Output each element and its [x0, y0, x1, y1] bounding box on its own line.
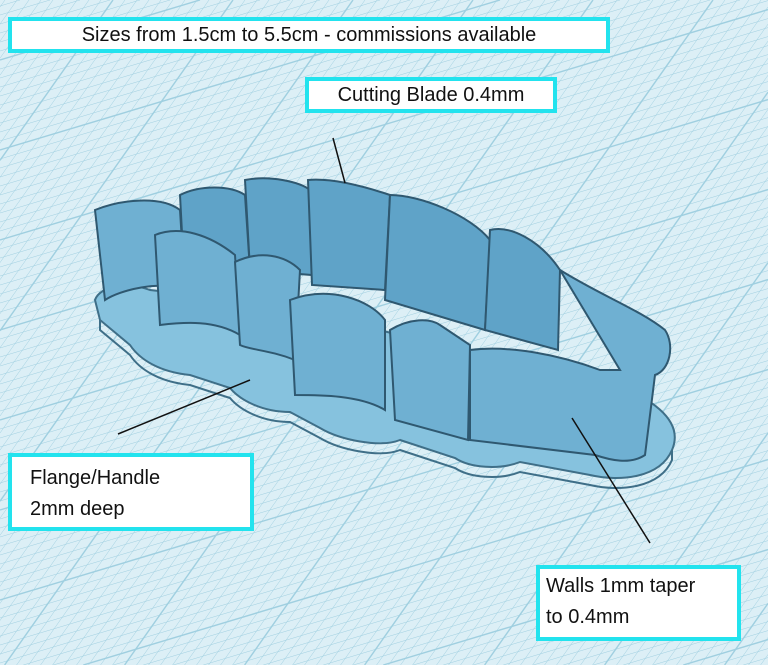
- grid-line: [328, 40, 768, 665]
- wall-segment: [383, 193, 492, 332]
- grid-line: [0, 198, 768, 430]
- grid-line: [293, 522, 768, 665]
- cookie-cutter-model: [93, 177, 676, 490]
- grid-line: [173, 486, 768, 665]
- grid-line: [653, 630, 768, 665]
- grid-line: [713, 648, 768, 665]
- grid-line: [0, 0, 21, 7]
- leader-lines: [117, 137, 651, 544]
- grid-line: [244, 0, 714, 665]
- walls-text-line2: to 0.4mm: [546, 606, 630, 628]
- grid-line: [83, 458, 768, 665]
- grid-line: [232, 0, 702, 665]
- grid-line: [623, 621, 768, 665]
- grid-line: [143, 477, 768, 665]
- grid-line: [0, 0, 246, 348]
- blade-leader-line: [332, 137, 346, 184]
- grid-line: [0, 188, 768, 421]
- grid-line: [683, 638, 768, 665]
- flange-label: Flange/Handle 2mm deep: [8, 453, 254, 531]
- grid-line: [0, 0, 18, 25]
- grid-line: [23, 441, 768, 665]
- grid-line: [0, 0, 258, 366]
- grid-line: [0, 0, 234, 332]
- walls-leader-line: [571, 417, 651, 544]
- grid-line: [760, 654, 768, 665]
- cutting-blade-label: Cutting Blade 0.4mm: [305, 77, 557, 113]
- grid-line: [0, 0, 282, 400]
- grid-line: [233, 504, 768, 665]
- grid-line: [0, 0, 768, 232]
- sizes-label: Sizes from 1.5cm to 5.5cm - commissions …: [8, 17, 610, 53]
- wall-segment: [288, 292, 386, 412]
- grid-line: [53, 450, 768, 665]
- grid-line: [263, 513, 768, 665]
- grid-line: [0, 180, 768, 412]
- flange-text-line2: 2mm deep: [30, 498, 125, 520]
- grid-line: [743, 657, 768, 665]
- grid-line: [0, 0, 51, 16]
- grid-line: [0, 0, 270, 383]
- walls-label: Walls 1mm taper to 0.4mm: [536, 565, 741, 641]
- sizes-text: Sizes from 1.5cm to 5.5cm - commissions …: [81, 24, 537, 46]
- grid-line: [736, 620, 768, 665]
- grid-line: [724, 602, 768, 665]
- grid-line: [113, 468, 768, 665]
- wall-segment: [306, 178, 392, 292]
- wall-segment: [469, 269, 672, 462]
- wall-segment: [388, 319, 472, 442]
- walls-text-line1: Walls 1mm taper: [546, 575, 696, 597]
- flange-text-line1: Flange/Handle: [30, 467, 161, 489]
- grid-line: [203, 495, 768, 665]
- flange-leader-line: [117, 379, 251, 435]
- wall-segment: [483, 228, 562, 352]
- cutting-blade-text: Cutting Blade 0.4mm: [337, 84, 525, 106]
- flange-edge: [99, 320, 673, 490]
